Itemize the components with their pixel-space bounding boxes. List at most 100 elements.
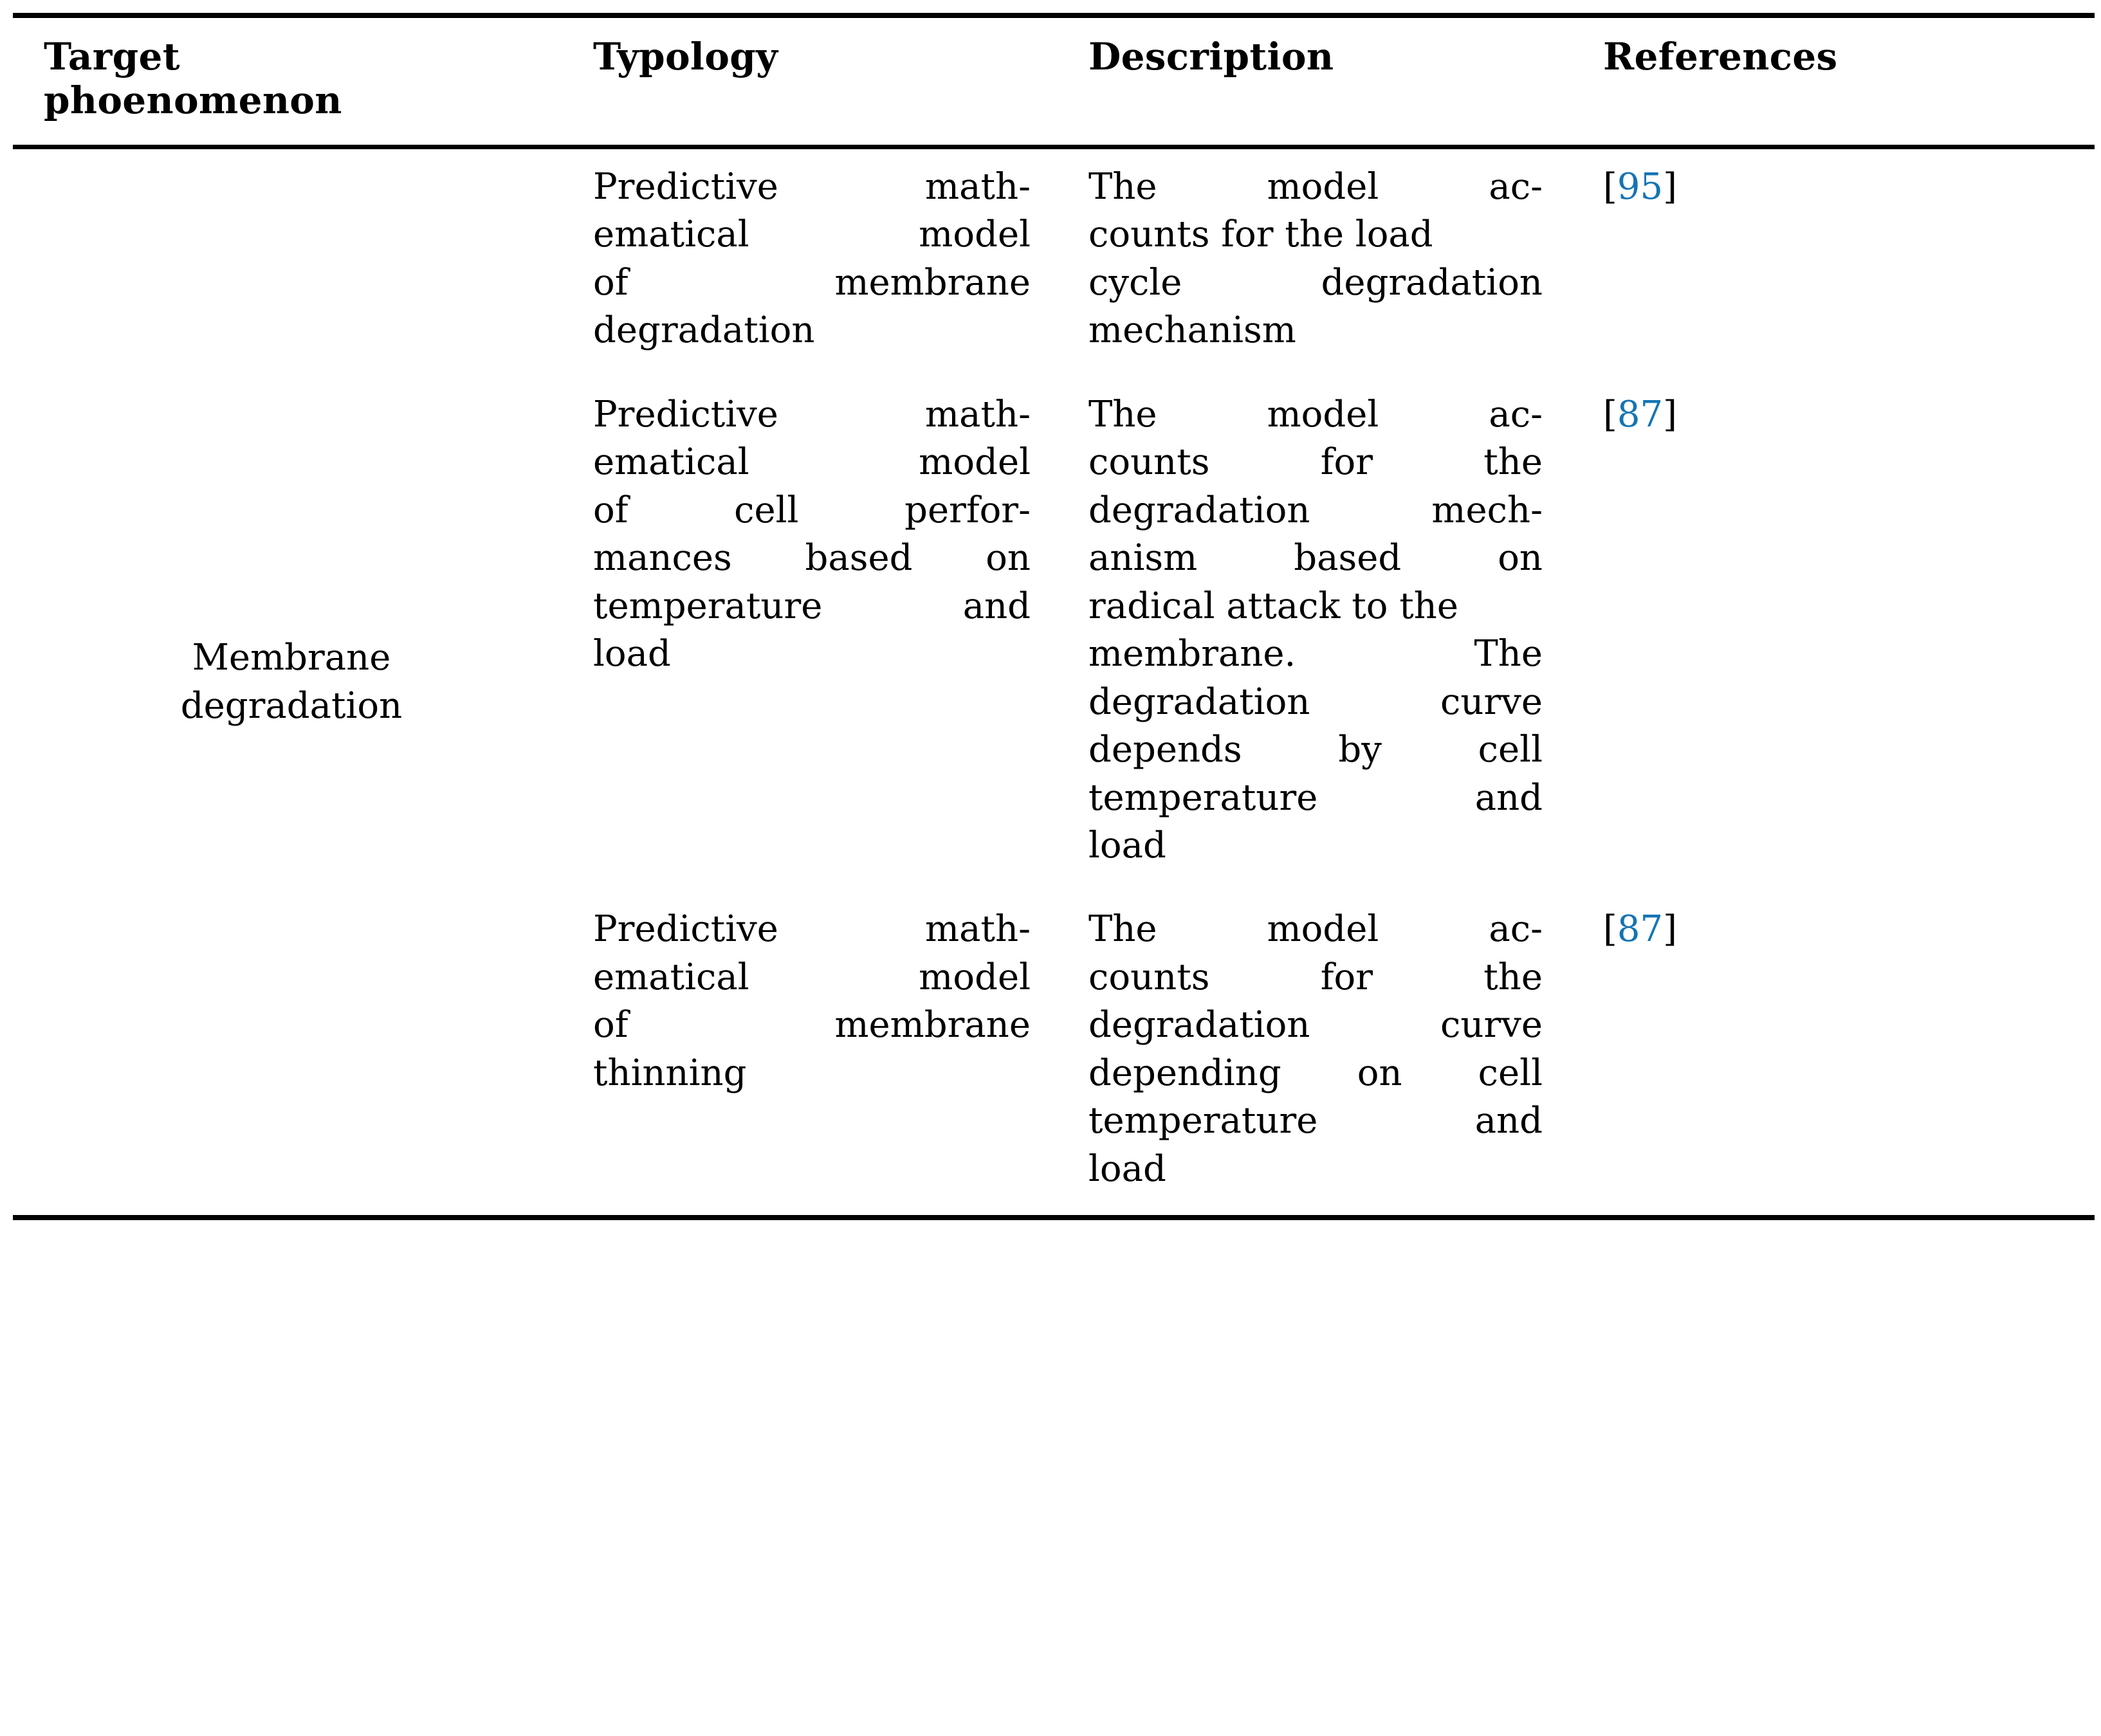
comparison-table: Target phoenomenon Typology Description …	[13, 18, 2095, 145]
description-cell: The model ac- counts for the degradation mech…	[1068, 377, 1583, 892]
text-line: load	[1088, 822, 1543, 870]
word: cell	[1478, 1052, 1543, 1094]
column-header-description: Description	[1088, 35, 1334, 78]
word: model	[919, 441, 1031, 484]
word: mances	[593, 537, 732, 580]
target-phoenomenon-line2: degradation	[180, 684, 403, 727]
word: The	[1088, 165, 1157, 208]
text-line: The model ac-	[1088, 391, 1543, 439]
word: and	[962, 585, 1031, 627]
column-header-target-line2: phoenomenon	[44, 78, 342, 123]
word: cycle	[1088, 261, 1182, 304]
text-line: temperature and	[1088, 1097, 1543, 1145]
references-cell: [87]	[1583, 891, 2095, 1215]
word: The	[1088, 908, 1157, 951]
table-container: Target phoenomenon Typology Description …	[13, 13, 2095, 1221]
column-header-target-line1: Target	[44, 35, 180, 78]
word: and	[1474, 776, 1543, 819]
text-line: Predictive math-	[593, 906, 1031, 953]
word: anism	[1088, 537, 1198, 580]
word: curve	[1440, 1004, 1543, 1046]
text-line: The model ac-	[1088, 163, 1543, 211]
text-line: counts for the load	[1088, 211, 1543, 259]
references-cell: [95]	[1583, 149, 2095, 377]
word: math-	[925, 908, 1031, 951]
word: for	[1320, 441, 1373, 484]
table-header-row: Target phoenomenon Typology Description …	[13, 18, 2095, 145]
text-line: load	[1088, 1146, 1543, 1193]
column-header-references: References	[1603, 35, 1838, 78]
references-cell: [87]	[1583, 377, 2095, 892]
word: degradation	[1088, 489, 1310, 531]
word: ematical	[593, 956, 749, 998]
word: ac-	[1489, 165, 1543, 208]
word: membrane	[834, 261, 1031, 304]
word: degradation	[1088, 1004, 1310, 1046]
word: model	[919, 214, 1031, 256]
word: of	[593, 489, 628, 531]
reference-link[interactable]: 95	[1617, 165, 1664, 208]
word: degradation	[1088, 681, 1310, 723]
word: ematical	[593, 214, 749, 256]
word: model	[1267, 393, 1379, 435]
table-header-rule	[13, 144, 2095, 149]
word: perfor-	[904, 489, 1031, 531]
word: and	[1474, 1100, 1543, 1142]
word: The	[1474, 633, 1543, 675]
word: model	[1267, 165, 1379, 208]
word: radical attack to the	[1088, 585, 1458, 627]
word: cell	[1478, 729, 1543, 771]
word: The	[1088, 393, 1157, 435]
word: the	[1483, 441, 1543, 484]
text-line: ematical model	[593, 954, 1031, 1001]
word: counts	[1088, 441, 1210, 484]
word: temperature	[1088, 1100, 1318, 1142]
word: ac-	[1489, 393, 1543, 435]
reference-link[interactable]: 87	[1617, 393, 1664, 435]
text-line: ematical model	[593, 211, 1031, 259]
word: for	[1320, 956, 1373, 998]
word: depending	[1088, 1052, 1281, 1094]
target-phoenomenon-line1: Membrane	[192, 637, 391, 679]
word: degradation	[593, 309, 815, 352]
word: model	[919, 956, 1031, 998]
word: ac-	[1489, 908, 1543, 951]
reference-link[interactable]: 87	[1617, 908, 1664, 951]
word: Predictive	[593, 908, 778, 951]
word: thinning	[593, 1052, 747, 1094]
word: load	[593, 633, 671, 675]
word: mech-	[1431, 489, 1543, 531]
word: membrane.	[1088, 633, 1296, 675]
column-header-typology: Typology	[593, 35, 778, 78]
word: on	[1498, 537, 1543, 580]
word: temperature	[593, 585, 823, 627]
text-line: degradation	[593, 307, 1031, 354]
word: load	[1088, 824, 1166, 866]
text-line: mechanism	[1088, 307, 1543, 354]
text-line: degradation mech-	[1088, 487, 1543, 535]
word: math-	[925, 165, 1031, 208]
word: counts for the load	[1088, 214, 1433, 256]
